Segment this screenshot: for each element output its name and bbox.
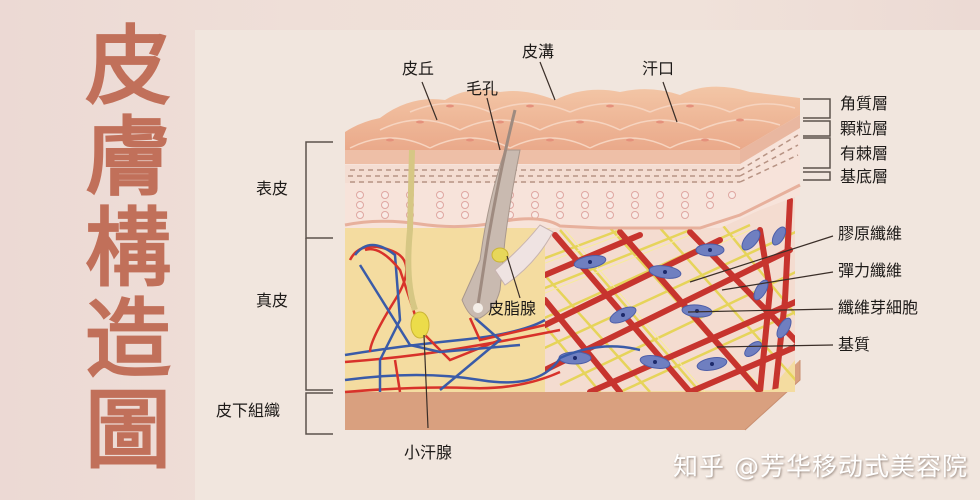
label-epidermis: 表皮 (256, 179, 289, 198)
label-sweat-pore: 汗口 (642, 59, 675, 78)
watermark: 知乎 @芳华移动式美容院 (673, 452, 968, 481)
label-stratum-spinosum: 有棘層 (840, 144, 889, 163)
title-char-2: 膚 (85, 108, 171, 208)
dermis-layer (344, 185, 795, 394)
label-stratum-granulosum: 顆粒層 (840, 119, 889, 138)
title-char-3: 構 (85, 199, 171, 299)
label-stratum-basale: 基底層 (840, 167, 889, 186)
skin-surface (345, 86, 800, 164)
label-subcutaneous: 皮下組織 (216, 401, 281, 420)
label-sweat-gland: 小汗腺 (404, 443, 453, 462)
label-ground-substance: 基質 (838, 335, 871, 354)
title-char-4: 造 (85, 290, 171, 390)
hair-follicle (461, 109, 554, 319)
layer-brackets (305, 141, 333, 435)
title-char-5: 圖 (85, 381, 171, 481)
label-collagen-fiber: 膠原纖維 (838, 224, 903, 243)
sublayer-brackets (803, 98, 831, 181)
leader-lines (421, 61, 834, 429)
diagram-title: 皮 膚 構 造 圖 (78, 22, 178, 477)
label-skin-groove: 皮溝 (522, 42, 555, 61)
label-sebaceous-gland: 皮脂腺 (488, 299, 537, 318)
label-fibroblast: 纖維芽細胞 (838, 298, 919, 317)
label-pore: 毛孔 (466, 79, 499, 98)
label-dermis: 真皮 (256, 291, 289, 310)
label-elastic-fiber: 彈力纖維 (838, 261, 903, 280)
label-skin-hill: 皮丘 (402, 59, 435, 78)
label-stratum-corneum: 角質層 (840, 94, 889, 113)
sweat-gland (405, 149, 430, 339)
title-char-1: 皮 (85, 17, 171, 117)
subcutaneous-layer (345, 360, 801, 431)
